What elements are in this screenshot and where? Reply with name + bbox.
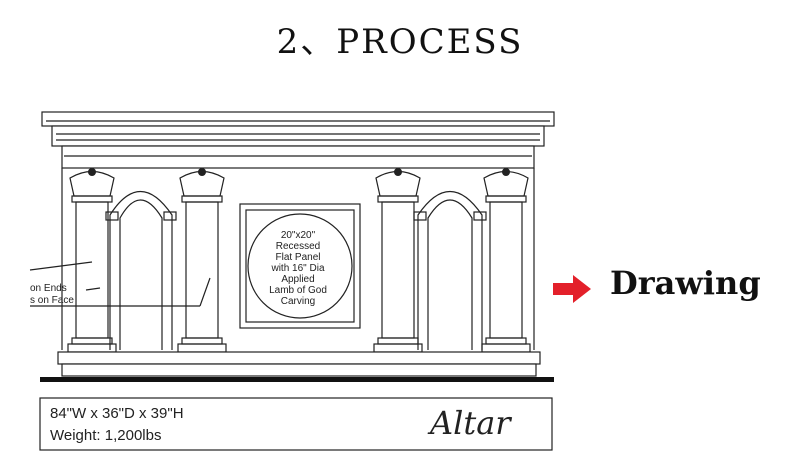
floor-line xyxy=(40,377,554,382)
drawing-label: Drawing xyxy=(610,264,761,302)
red-arrow-icon xyxy=(553,275,591,303)
panel-text-line: Applied xyxy=(281,274,314,285)
altar-label: Altar xyxy=(427,404,512,442)
panel-text-line: Recessed xyxy=(276,241,320,252)
dimensions-text: 84"W x 36"D x 39"H xyxy=(50,405,184,422)
center-panel-outer xyxy=(239,203,361,329)
altar-top-slab xyxy=(41,111,555,127)
column-3 xyxy=(373,170,423,353)
side-note: on Ends xyxy=(30,283,67,294)
column-1 xyxy=(67,170,117,353)
column-2 xyxy=(177,170,227,353)
panel-text-line: Carving xyxy=(281,296,315,307)
panel-text-line: 20"x20" xyxy=(281,230,316,241)
weight-text: Weight: 1,200lbs xyxy=(50,427,161,444)
center-medallion xyxy=(247,213,353,319)
altar-base xyxy=(57,351,541,365)
panel-text-line: Flat Panel xyxy=(275,252,320,263)
panel-text-line: Lamb of God xyxy=(269,285,327,296)
dimensions-box xyxy=(39,397,553,451)
left-arch xyxy=(109,190,173,350)
panel-text-line: with 16" Dia xyxy=(270,263,324,274)
altar-cornice xyxy=(51,125,545,147)
page-title: 2、PROCESS xyxy=(276,22,524,62)
center-panel-inner xyxy=(245,209,355,323)
altar-frieze xyxy=(61,145,535,169)
side-note: s on Face xyxy=(30,295,74,306)
column-4 xyxy=(481,170,531,353)
